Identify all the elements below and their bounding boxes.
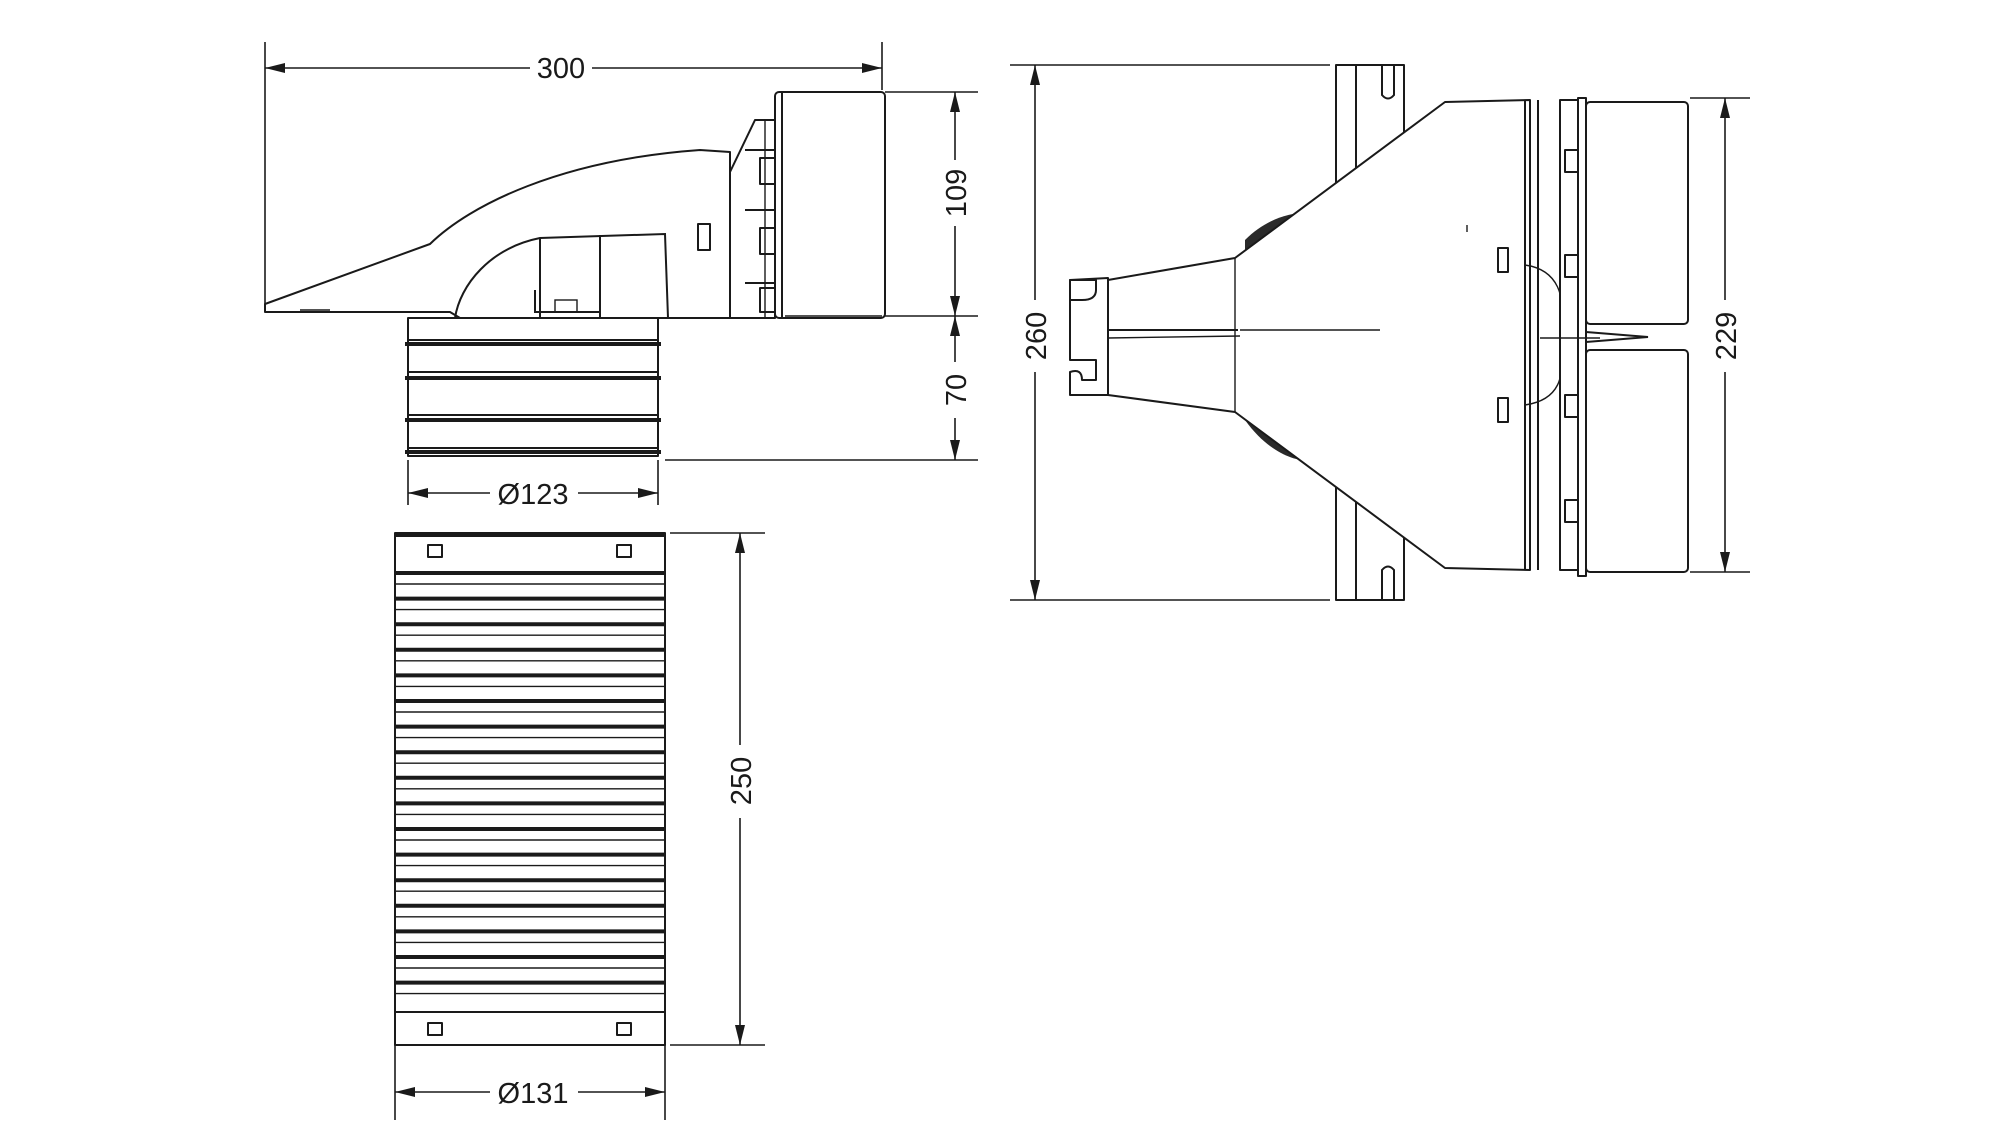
- dim-300-label: 300: [537, 53, 585, 85]
- dim-260-label: 260: [1021, 312, 1053, 360]
- dim-229-label: 229: [1711, 312, 1743, 360]
- dim-250-label: 250: [726, 757, 758, 805]
- side-body: [1107, 99, 1531, 571]
- front-view: [264, 91, 886, 457]
- dim-d123-label: Ø123: [498, 479, 569, 511]
- hose-ribs: [395, 571, 665, 995]
- collar: [405, 317, 661, 457]
- grille-lower: [1585, 349, 1689, 573]
- flexible-hose: [394, 532, 666, 1046]
- grille-clips: [1564, 149, 1579, 523]
- dim-109-label: 109: [941, 169, 973, 217]
- dimension-lines: 300 109 70 Ø123 250 Ø131 260: [264, 42, 1750, 1120]
- dim-70-label: 70: [941, 374, 973, 406]
- grille-upper: [1585, 101, 1689, 325]
- hood-slot: [697, 223, 711, 251]
- dim-d131-label: Ø131: [498, 1078, 569, 1110]
- outlet-grille-box: [774, 91, 886, 319]
- side-view: [1069, 64, 1689, 601]
